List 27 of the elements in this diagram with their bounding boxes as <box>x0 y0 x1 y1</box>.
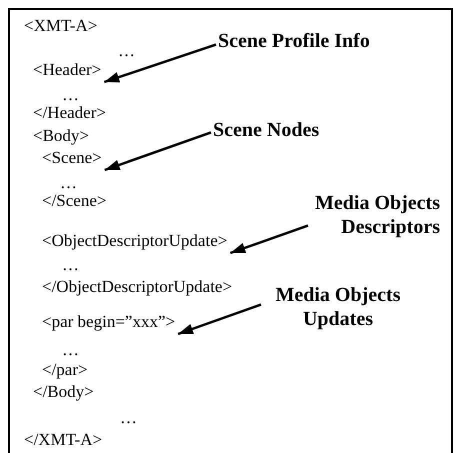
code-line: … <box>62 340 79 360</box>
frame-box <box>8 8 453 453</box>
callout-text: Scene Nodes <box>213 118 363 142</box>
code-line: … <box>118 41 135 61</box>
code-line: <ObjectDescriptorUpdate> <box>42 231 228 251</box>
code-line: … <box>120 408 137 428</box>
arrow <box>104 131 212 172</box>
code-line: </ObjectDescriptorUpdate> <box>42 277 232 297</box>
callout-text: Media Objects Descriptors <box>310 191 440 239</box>
code-line: <Scene> <box>42 148 102 168</box>
code-line: <Body> <box>33 126 90 146</box>
code-line: </Body> <box>33 382 94 402</box>
code-line: </Scene> <box>42 191 106 211</box>
code-line: … <box>62 85 79 105</box>
callout-text: Media Objects Updates <box>263 283 413 331</box>
code-line: <par begin=”xxx”> <box>42 312 176 332</box>
code-line: </Header> <box>33 103 106 123</box>
code-line: … <box>60 173 77 193</box>
arrow <box>104 43 216 84</box>
callout-text: Scene Profile Info <box>218 29 408 53</box>
arrow <box>230 224 308 254</box>
code-line: … <box>62 255 79 275</box>
code-line: <Header> <box>33 60 102 80</box>
code-line: <XMT-A> <box>24 16 98 36</box>
code-line: </XMT-A> <box>24 430 102 450</box>
code-line: </par> <box>42 360 88 380</box>
arrow <box>178 303 262 336</box>
